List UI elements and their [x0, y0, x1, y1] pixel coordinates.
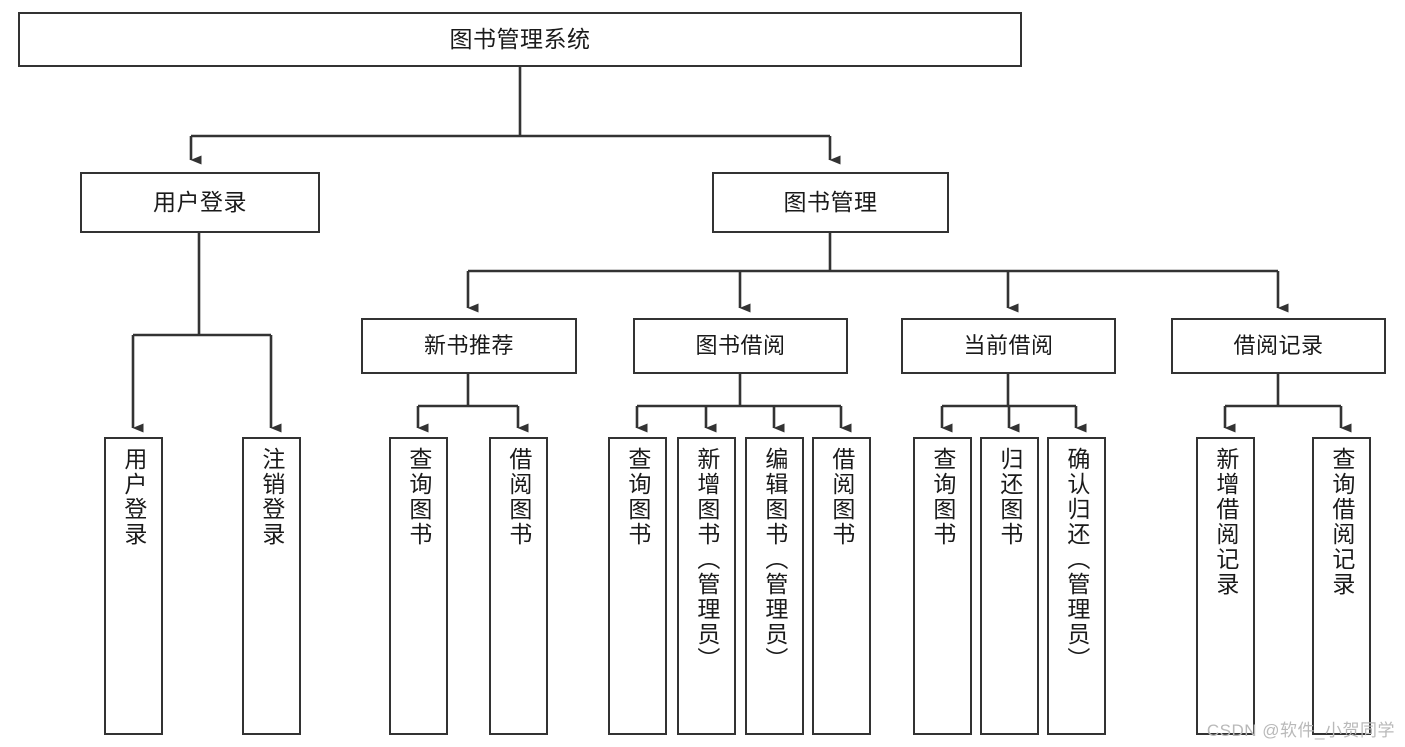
- leaf-book-borrow-query-books[interactable]: 查询图书: [608, 437, 667, 735]
- node-current-borrowing[interactable]: 当前借阅: [901, 318, 1116, 374]
- node-label: 图书借阅: [695, 332, 786, 358]
- node-book-borrowing[interactable]: 图书借阅: [633, 318, 848, 374]
- leaf-book-borrow-add-book-admin[interactable]: 新增图书（管理员）: [677, 437, 736, 735]
- node-label: 注销登录: [258, 447, 285, 547]
- node-label: 用户登录: [153, 188, 247, 215]
- node-label: 确认归还（管理员）: [1063, 447, 1090, 672]
- leaf-book-borrow-borrow-books[interactable]: 借阅图书: [812, 437, 871, 735]
- node-label: 查询图书: [624, 447, 651, 547]
- node-borrowing-record[interactable]: 借阅记录: [1171, 318, 1386, 374]
- leaf-new-book-query-books[interactable]: 查询图书: [389, 437, 448, 735]
- node-label: 归还图书: [996, 447, 1023, 547]
- leaf-current-borrow-confirm-return-admin[interactable]: 确认归还（管理员）: [1047, 437, 1106, 735]
- node-book-management[interactable]: 图书管理: [712, 172, 949, 233]
- leaf-user-login-login[interactable]: 用户登录: [104, 437, 163, 735]
- leaf-current-borrow-return-books[interactable]: 归还图书: [980, 437, 1039, 735]
- node-label: 查询图书: [929, 447, 956, 547]
- node-label: 编辑图书（管理员）: [761, 447, 788, 672]
- node-label: 新书推荐: [423, 332, 514, 358]
- leaf-borrow-record-add-record[interactable]: 新增借阅记录: [1196, 437, 1255, 735]
- node-label: 图书管理系统: [449, 25, 591, 52]
- leaf-book-borrow-edit-book-admin[interactable]: 编辑图书（管理员）: [745, 437, 804, 735]
- node-label: 用户登录: [120, 447, 147, 547]
- node-user-login[interactable]: 用户登录: [80, 172, 320, 233]
- node-label: 新增图书（管理员）: [693, 447, 720, 672]
- leaf-new-book-borrow-books[interactable]: 借阅图书: [489, 437, 548, 735]
- leaf-current-borrow-query-books[interactable]: 查询图书: [913, 437, 972, 735]
- watermark: CSDN @软件_小贺同学: [1206, 721, 1395, 740]
- node-label: 查询借阅记录: [1328, 447, 1355, 597]
- node-label: 借阅图书: [505, 447, 532, 547]
- leaf-borrow-record-query-record[interactable]: 查询借阅记录: [1312, 437, 1371, 735]
- node-root-book-management-system[interactable]: 图书管理系统: [18, 12, 1022, 67]
- leaf-user-login-logout[interactable]: 注销登录: [242, 437, 301, 735]
- node-label: 图书管理: [783, 188, 878, 215]
- node-label: 借阅记录: [1233, 332, 1324, 358]
- node-label: 借阅图书: [828, 447, 855, 547]
- node-label: 当前借阅: [963, 332, 1054, 358]
- node-label: 新增借阅记录: [1212, 447, 1239, 597]
- node-new-book-recommendation[interactable]: 新书推荐: [361, 318, 577, 374]
- node-label: 查询图书: [405, 447, 432, 547]
